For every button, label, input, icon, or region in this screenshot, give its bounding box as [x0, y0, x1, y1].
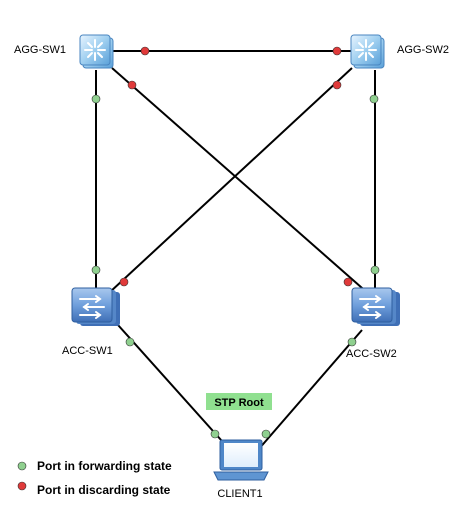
- legend-label: Port in forwarding state: [37, 459, 172, 473]
- node-agg-sw2[interactable]: AGG-SW2: [350, 34, 449, 69]
- stp-root-badge: STP Root: [206, 393, 272, 410]
- access-switch-icon: [71, 287, 120, 326]
- legend-item-discarding: Port in discarding state: [17, 481, 171, 497]
- port-states: [91, 46, 380, 439]
- port-forwarding-dot: [370, 265, 380, 275]
- node-agg-sw1[interactable]: AGG-SW1: [14, 34, 114, 69]
- port-forwarding-dot: [369, 94, 379, 104]
- port-forwarding-dot: [261, 429, 271, 439]
- legend: Port in forwarding state Port in discard…: [17, 459, 172, 497]
- port-discarding-dot: [140, 46, 150, 56]
- access-switch-icon: [351, 287, 400, 326]
- port-discarding-dot: [332, 80, 342, 90]
- port-forwarding-dot: [125, 337, 135, 347]
- port-forwarding-dot: [91, 265, 101, 275]
- link-acc-sw2-client1: [257, 329, 363, 451]
- stp-root-label: STP Root: [214, 397, 264, 409]
- node-label: ACC-SW2: [346, 348, 397, 360]
- link-agg-sw1-acc-sw2: [111, 67, 371, 296]
- legend-label: Port in discarding state: [37, 483, 171, 497]
- aggregation-switch-icon: [350, 34, 385, 69]
- port-discarding-dot: [127, 80, 137, 90]
- legend-item-forwarding: Port in forwarding state: [17, 459, 172, 473]
- link-agg-sw2-acc-sw1: [109, 67, 353, 293]
- link-acc-sw1-client1: [117, 324, 231, 451]
- discarding-dot-icon: [17, 481, 27, 491]
- port-discarding-dot: [119, 277, 129, 287]
- links: [95, 50, 376, 451]
- node-label: CLIENT1: [217, 488, 262, 500]
- forwarding-dot-icon: [17, 461, 27, 471]
- aggregation-switch-icon: [79, 34, 114, 69]
- node-label: AGG-SW1: [14, 44, 66, 56]
- port-discarding-dot: [343, 277, 353, 287]
- laptop-icon: [213, 439, 269, 481]
- node-label: AGG-SW2: [397, 44, 449, 56]
- port-forwarding-dot: [347, 337, 357, 347]
- port-forwarding-dot: [91, 94, 101, 104]
- port-discarding-dot: [332, 46, 342, 56]
- node-acc-sw2[interactable]: ACC-SW2: [346, 287, 400, 360]
- node-client1[interactable]: CLIENT1: [213, 439, 269, 500]
- node-acc-sw1[interactable]: ACC-SW1: [62, 287, 120, 357]
- port-forwarding-dot: [210, 429, 220, 439]
- node-label: ACC-SW1: [62, 345, 113, 357]
